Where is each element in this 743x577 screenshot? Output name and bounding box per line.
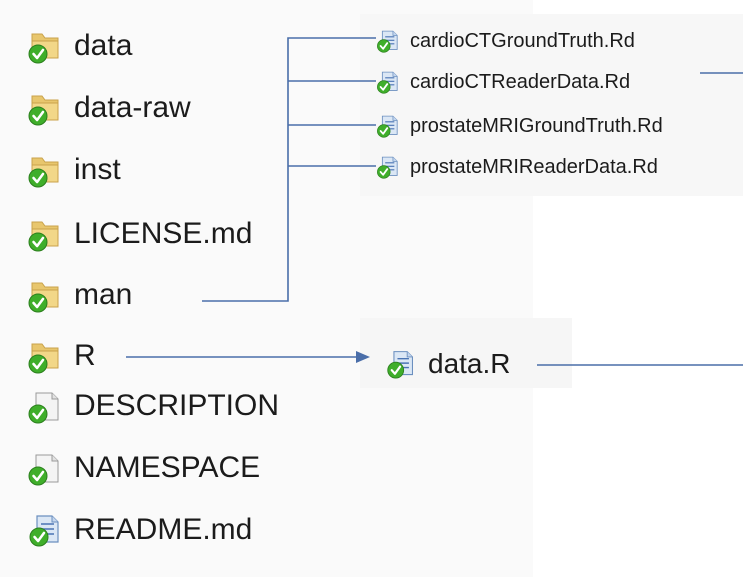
root-item-namespace[interactable]: NAMESPACE (28, 446, 260, 490)
file-label: prostateMRIReaderData.Rd (410, 155, 658, 178)
rd-file-synced-icon (376, 69, 400, 95)
item-label: man (74, 278, 133, 311)
item-label: README.md (74, 513, 253, 546)
root-item-readme[interactable]: README.md (28, 508, 252, 552)
arrowhead-icon (356, 351, 370, 363)
rd-file-synced-icon (376, 28, 400, 54)
r-file-data[interactable]: data.R (386, 344, 511, 384)
folder-synced-icon (28, 152, 62, 188)
root-item-man[interactable]: man (28, 273, 132, 317)
root-item-description[interactable]: DESCRIPTION (28, 384, 279, 428)
root-item-data-raw[interactable]: data-raw (28, 86, 191, 130)
folder-synced-icon (28, 277, 62, 313)
item-label: DESCRIPTION (74, 389, 280, 422)
man-file-cardioct-readerdata[interactable]: cardioCTReaderData.Rd (376, 67, 630, 97)
folder-synced-icon (28, 216, 62, 252)
root-item-r[interactable]: R (28, 334, 96, 378)
file-label: cardioCTReaderData.Rd (410, 70, 631, 93)
file-label: cardioCTGroundTruth.Rd (410, 29, 635, 52)
item-label: data (74, 29, 133, 62)
item-label: LICENSE.md (74, 217, 253, 250)
folder-synced-icon (28, 28, 62, 64)
man-file-prostatemri-groundtruth[interactable]: prostateMRIGroundTruth.Rd (376, 111, 663, 141)
item-label: inst (74, 153, 121, 186)
rd-file-synced-icon (376, 154, 400, 180)
root-item-inst[interactable]: inst (28, 148, 121, 192)
folder-synced-icon (28, 90, 62, 126)
man-bracket-line (202, 37, 376, 302)
item-label: data-raw (74, 91, 191, 124)
rd-file-synced-icon (376, 113, 400, 139)
file-label: data.R (428, 348, 511, 379)
folder-synced-icon (28, 338, 62, 374)
markdown-file-synced-icon (28, 512, 62, 548)
root-item-data[interactable]: data (28, 24, 132, 68)
file-synced-icon (28, 450, 62, 486)
root-item-license[interactable]: LICENSE.md (28, 212, 252, 256)
file-synced-icon (28, 388, 62, 424)
item-label: NAMESPACE (74, 451, 261, 484)
item-label: R (74, 339, 96, 372)
r-file-synced-icon (386, 348, 416, 380)
man-file-prostatemri-readerdata[interactable]: prostateMRIReaderData.Rd (376, 152, 658, 182)
man-folder-panel (360, 14, 743, 196)
file-label: prostateMRIGroundTruth.Rd (410, 114, 663, 137)
man-file-cardioct-groundtruth[interactable]: cardioCTGroundTruth.Rd (376, 26, 635, 56)
